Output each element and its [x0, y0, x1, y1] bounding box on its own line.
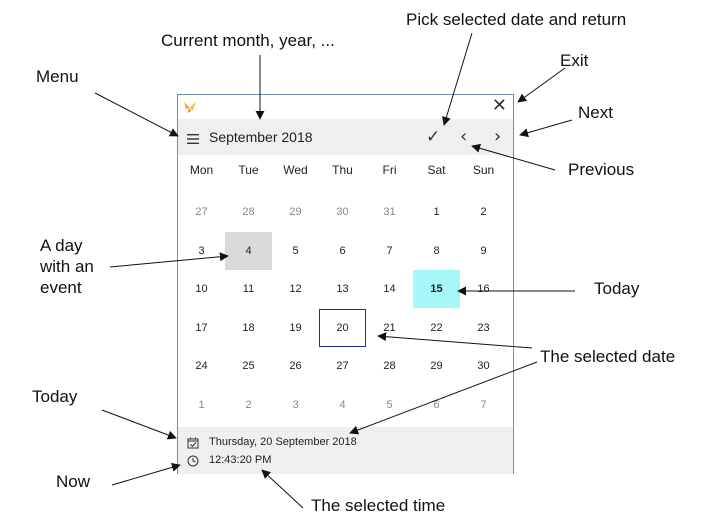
day-cell[interactable]: 3 — [198, 244, 205, 257]
annotation-next: Next — [578, 103, 613, 122]
chevron-right-icon[interactable]: › — [494, 126, 502, 147]
day-cell[interactable]: 26 — [289, 360, 302, 372]
day-cell-today[interactable]: 15 — [413, 270, 460, 308]
day-cell[interactable]: 17 — [195, 321, 208, 334]
day-cell[interactable]: 27 — [195, 206, 208, 218]
arrow-selected-date-b — [349, 361, 538, 435]
arrow-selected-time — [261, 469, 304, 509]
day-cell[interactable]: 4 — [339, 398, 346, 411]
weekday-label: Mon — [189, 163, 214, 177]
arrow-menu — [94, 92, 179, 137]
weekday-label: Tue — [238, 163, 259, 177]
day-cell[interactable]: 1 — [198, 398, 205, 411]
weekday-header-row: Mon Tue Wed Thu Fri Sat Sun — [178, 163, 513, 187]
day-cell[interactable]: 22 — [430, 321, 443, 334]
calendar-footer: Thursday, 20 September 2018 12:43:20 PM — [178, 427, 513, 474]
arrow-pick-return — [442, 32, 473, 126]
annotation-menu: Menu — [36, 67, 79, 86]
day-cell[interactable]: 11 — [242, 283, 255, 295]
weekday-label: Wed — [283, 163, 308, 177]
arrow-event-day — [109, 252, 229, 268]
annotation-previous: Previous — [568, 160, 635, 179]
arrow-previous — [471, 143, 556, 171]
day-cell[interactable]: 12 — [289, 283, 302, 295]
day-cell[interactable]: 24 — [195, 360, 208, 372]
arrow-now — [111, 462, 181, 486]
day-cell[interactable]: 31 — [383, 206, 396, 218]
weekday-label: Sun — [472, 163, 495, 177]
day-cell[interactable]: 19 — [289, 321, 302, 334]
day-cell[interactable]: 25 — [242, 360, 255, 372]
day-cell[interactable]: 27 — [336, 360, 349, 372]
day-cell[interactable]: 6 — [433, 398, 440, 411]
annotation-now: Now — [56, 472, 91, 491]
close-icon[interactable]: ✕ — [491, 95, 507, 116]
butterfly-logo-icon — [184, 101, 196, 113]
day-cell[interactable]: 3 — [292, 398, 299, 411]
title-bar: ✕ — [178, 95, 513, 119]
day-cell[interactable]: 7 — [480, 398, 487, 411]
day-cell[interactable]: 28 — [242, 206, 255, 218]
day-cell[interactable]: 1 — [433, 206, 440, 218]
day-cell[interactable]: 21 — [383, 321, 396, 334]
annotation-today-right: Today — [594, 279, 640, 298]
day-cell[interactable]: 30 — [477, 360, 490, 372]
arrow-today-left — [101, 409, 177, 440]
day-cell[interactable]: 2 — [245, 398, 252, 411]
selected-date-text: Thursday, 20 September 2018 — [209, 436, 357, 448]
weekday-label: Fri — [382, 163, 397, 177]
day-cell-event[interactable]: 4 — [225, 231, 272, 270]
annotation-selected-date: The selected date — [540, 347, 676, 366]
day-cell[interactable]: 16 — [477, 283, 490, 295]
annotation-event-day-line3: event — [40, 278, 82, 297]
calendar-check-icon — [187, 437, 199, 449]
annotation-current-month: Current month, year, ... — [161, 31, 335, 50]
annotation-event-day-line1: A day — [40, 236, 83, 255]
day-cell[interactable]: 10 — [195, 283, 208, 295]
month-year-title[interactable]: September 2018 — [209, 129, 313, 145]
arrow-next — [519, 119, 573, 138]
annotation-event-day-line2: with an — [40, 257, 94, 276]
chevron-left-icon[interactable]: ‹ — [460, 126, 468, 147]
clock-icon — [187, 455, 199, 467]
day-cell[interactable]: 6 — [339, 244, 346, 257]
day-cell[interactable]: 5 — [292, 244, 299, 257]
day-cell[interactable]: 13 — [336, 283, 349, 295]
calendar-header: September 2018 ✓ ‹ › — [178, 119, 513, 155]
day-cell[interactable]: 9 — [480, 244, 487, 257]
hamburger-menu-icon[interactable] — [187, 134, 199, 144]
day-cell[interactable]: 2 — [480, 206, 487, 218]
arrow-selected-date-a — [377, 332, 533, 349]
day-cell[interactable]: 29 — [289, 206, 302, 218]
annotation-selected-time: The selected time — [311, 496, 446, 515]
weekday-label: Sat — [427, 163, 446, 177]
day-cell[interactable]: 14 — [383, 283, 396, 295]
day-cell[interactable]: 30 — [336, 206, 349, 218]
day-cell-selected[interactable]: 20 — [319, 308, 366, 347]
day-cell[interactable]: 28 — [383, 360, 396, 372]
annotation-today-left: Today — [32, 387, 78, 406]
checkmark-icon[interactable]: ✓ — [426, 127, 441, 147]
weekday-label: Thu — [332, 163, 353, 177]
day-cell[interactable]: 7 — [386, 244, 393, 257]
annotation-exit: Exit — [560, 51, 589, 70]
selected-time-text: 12:43:20 PM — [209, 454, 272, 466]
day-cell[interactable]: 8 — [433, 244, 440, 257]
day-cell[interactable]: 18 — [242, 321, 255, 334]
arrow-exit — [517, 67, 566, 103]
calendar-window: ✕ September 2018 ✓ ‹ › Mon Tue Wed Thu Fri Sa… — [177, 94, 514, 474]
annotation-pick-return: Pick selected date and return — [406, 10, 627, 29]
day-cell[interactable]: 5 — [386, 398, 393, 411]
day-cell[interactable]: 29 — [430, 360, 443, 372]
day-cell[interactable]: 23 — [477, 321, 490, 334]
